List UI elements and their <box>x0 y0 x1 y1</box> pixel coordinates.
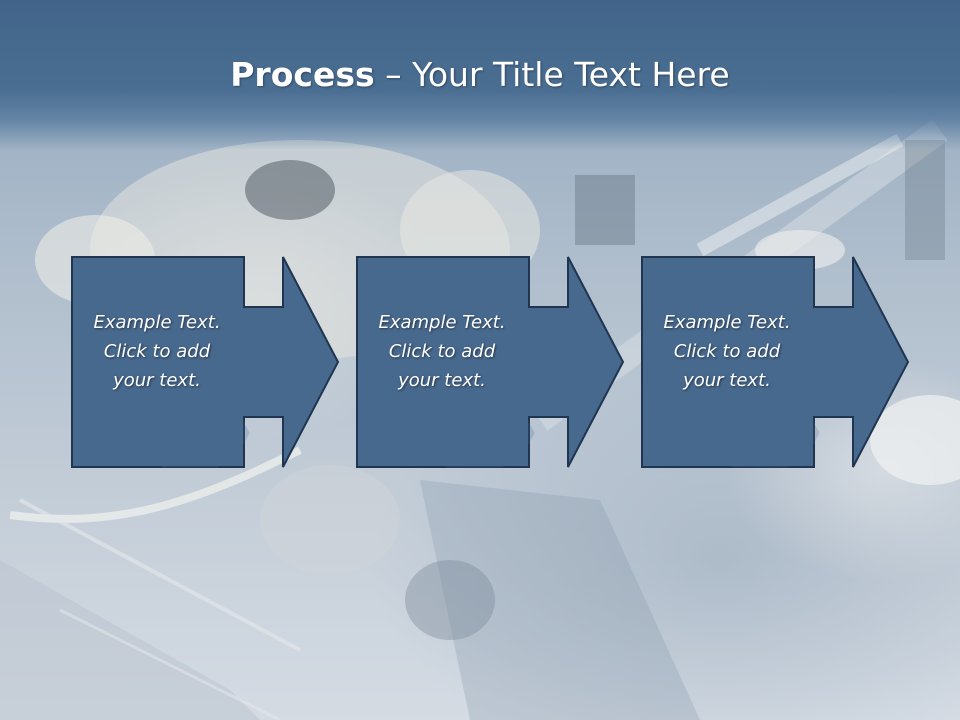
step-arrow-shape <box>641 256 910 468</box>
slide-title[interactable]: Process – Your Title Text Here <box>0 52 960 98</box>
process-step-2[interactable]: Example Text. Click to add your text. <box>356 256 626 468</box>
process-step-3[interactable]: Example Text. Click to add your text. <box>641 256 911 468</box>
process-step-1[interactable]: Example Text. Click to add your text. <box>71 256 341 468</box>
title-banner <box>0 0 960 150</box>
step-reflection <box>731 398 820 468</box>
step-arrow-shape <box>356 256 625 468</box>
step-arrow-shape <box>71 256 340 468</box>
step-1-text[interactable]: Example Text. Click to add your text. <box>93 312 221 391</box>
step-reflection <box>161 398 250 468</box>
step-reflection <box>446 398 535 468</box>
title-bold-part: Process <box>230 55 375 94</box>
step-2-text[interactable]: Example Text. Click to add your text. <box>378 312 506 391</box>
step-3-text[interactable]: Example Text. Click to add your text. <box>663 312 791 391</box>
title-rest-part: – Your Title Text Here <box>374 55 730 94</box>
